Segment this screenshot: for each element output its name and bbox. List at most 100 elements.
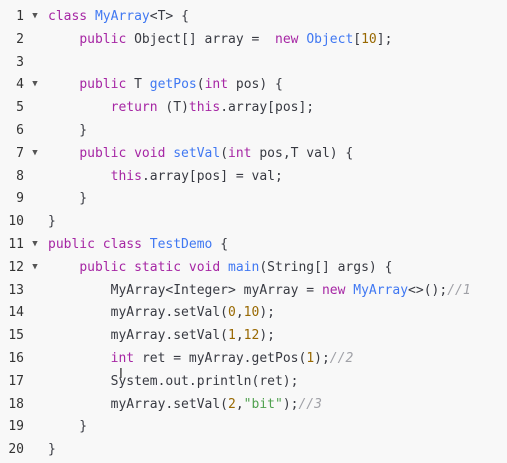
code-token (48, 169, 111, 184)
code-line[interactable]: 18 myArray.setVal(2,"bit");//3 (0, 393, 507, 416)
code-line[interactable]: 6 } (0, 119, 507, 142)
code-line[interactable]: 10} (0, 210, 507, 233)
code-token: System.out.println(ret); (48, 373, 299, 389)
code-text: } (48, 187, 87, 210)
line-number: 3 (16, 54, 24, 70)
code-token: 2 (228, 396, 236, 412)
line-number: 14 (8, 305, 24, 321)
code-text: } (48, 415, 87, 438)
code-token: <>(); (408, 282, 448, 298)
line-number: 20 (8, 442, 24, 458)
code-token (48, 32, 79, 47)
code-line[interactable]: 2 public Object[] array = new Object[10]… (0, 28, 507, 51)
code-text: } (48, 210, 56, 233)
code-token: } (48, 191, 88, 207)
code-text: System.out.println(ret); (48, 370, 299, 393)
code-token: } (48, 419, 88, 435)
code-line[interactable]: 7 ▼ public void setVal(int pos,T val) { (0, 142, 507, 165)
code-token: [ (353, 31, 362, 47)
code-token: ret = myArray.getPos( (141, 351, 307, 366)
code-token: MyArray<Integer> myArray = (48, 282, 322, 298)
caret-down-icon[interactable]: ▼ (32, 79, 38, 90)
code-text: public void setVal(int pos,T val) { (48, 142, 353, 165)
code-token: 10 (361, 31, 377, 47)
code-token: MyArray (353, 282, 409, 298)
line-number: 8 (16, 168, 24, 184)
code-line[interactable]: 4▼ public T getPos(int pos) { (0, 73, 507, 96)
code-token: MyArray (94, 9, 150, 24)
code-line[interactable]: 17 System.out.println(ret); (0, 370, 507, 393)
code-token: , (235, 305, 244, 321)
code-token: public class (48, 237, 150, 252)
line-number: 12 (8, 259, 24, 275)
code-token: (String[] args) { (259, 259, 393, 275)
code-token: 10 (243, 305, 260, 321)
code-token: 1 (306, 351, 315, 366)
caret-down-icon[interactable]: ▼ (32, 147, 38, 158)
code-token (48, 77, 79, 92)
code-token: pos) { (235, 77, 283, 93)
code-token: 12 (243, 328, 260, 344)
code-text: myArray.setVal(0,10); (48, 301, 275, 324)
code-token: public static void (79, 259, 229, 275)
code-text: public T getPos(int pos) { (48, 73, 283, 96)
code-token: } (48, 214, 56, 230)
code-token: } (48, 123, 88, 138)
code-line[interactable]: 9 } (0, 187, 507, 210)
code-text: return (T)this.array[pos]; (48, 96, 315, 119)
code-line[interactable]: 3 (0, 51, 507, 74)
code-text: public static void main(String[] args) { (48, 256, 392, 279)
code-line[interactable]: 12 ▼ public static void main(String[] arg… (0, 256, 507, 279)
code-text: myArray.setVal(1,12); (48, 324, 275, 347)
code-token: class (48, 9, 95, 24)
code-token: setVal (173, 145, 221, 161)
code-token: int (204, 77, 236, 93)
code-token: return (110, 100, 166, 116)
line-number: 1 (16, 9, 24, 24)
code-token: this (188, 100, 221, 116)
caret-down-icon[interactable]: ▼ (32, 239, 38, 249)
code-line[interactable]: 16 int ret = myArray.getPos(1);//2 (0, 347, 507, 370)
code-token: myArray.setVal( (48, 396, 229, 412)
line-number: 5 (16, 100, 24, 116)
line-number: 19 (8, 419, 24, 435)
caret-down-icon[interactable]: ▼ (32, 261, 38, 272)
code-token: T (134, 77, 150, 93)
code-line[interactable]: 5 return (T)this.array[pos]; (0, 96, 507, 119)
code-token: , (235, 328, 244, 344)
line-number: 18 (8, 396, 24, 412)
code-line[interactable]: 20} (0, 438, 507, 461)
code-line[interactable]: 8 this.array[pos] = val; (0, 165, 507, 188)
code-text: MyArray<Integer> myArray = new MyArray<>… (48, 279, 471, 302)
code-token: ); (259, 328, 275, 344)
code-token: new (275, 31, 307, 47)
code-line[interactable]: 14 myArray.setVal(0,10); (0, 301, 507, 324)
code-line[interactable]: 1▼class MyArray<T> { (0, 5, 507, 28)
code-token: ); (314, 351, 330, 366)
line-number: 7 (16, 145, 24, 161)
code-line[interactable]: 11▼public class TestDemo { (0, 233, 507, 256)
code-text: } (48, 438, 56, 461)
code-token: myArray.setVal( (48, 305, 229, 321)
code-token (48, 260, 79, 275)
code-line[interactable]: 19 } (0, 415, 507, 438)
caret-down-icon[interactable]: ▼ (32, 11, 38, 21)
line-number: 10 (8, 214, 24, 230)
code-token: main (228, 259, 260, 275)
code-token: //1 (447, 282, 471, 298)
code-text: } (48, 119, 87, 142)
line-number: 9 (16, 191, 24, 207)
text-cursor-icon: I (119, 367, 123, 382)
code-token: new (321, 282, 354, 298)
code-token: myArray.setVal( (48, 328, 229, 344)
code-text: int ret = myArray.getPos(1);//2 (48, 347, 354, 370)
code-line[interactable]: 13 MyArray<Integer> myArray = new MyArra… (0, 279, 507, 302)
code-text: public Object[] array = new Object[10]; (48, 28, 392, 51)
code-token: ]; (376, 31, 393, 47)
code-text: myArray.setVal(2,"bit");//3 (48, 393, 322, 416)
code-line[interactable]: 15 myArray.setVal(1,12); (0, 324, 507, 347)
code-token: //2 (329, 351, 354, 366)
line-number: 16 (8, 351, 24, 366)
code-token: int (228, 145, 260, 161)
